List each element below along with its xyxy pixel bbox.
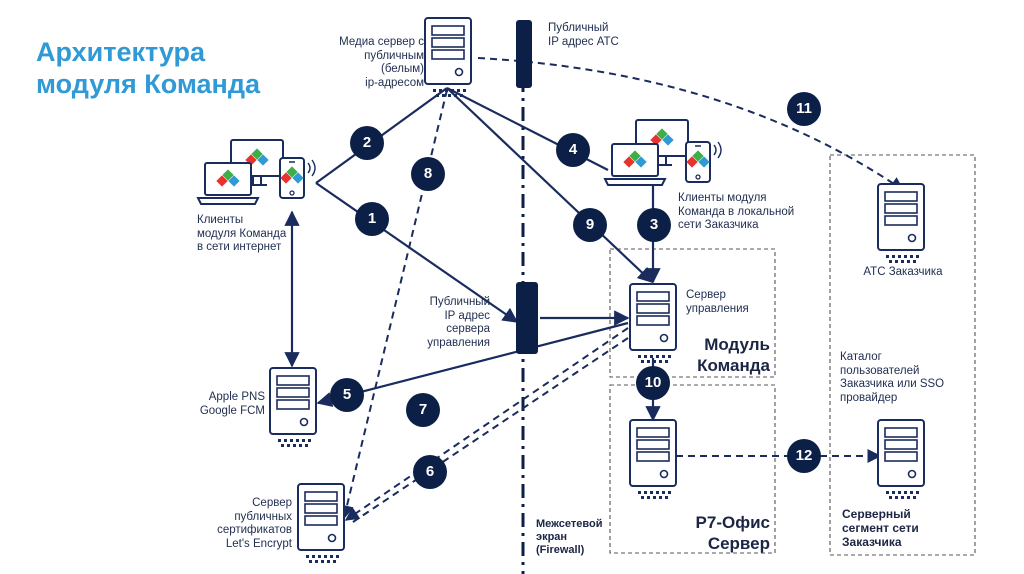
mgmt-server-icon <box>629 283 677 364</box>
ats-server-icon <box>877 183 925 264</box>
public-ip-ats-label: Публичный IP адрес АТС <box>548 22 619 48</box>
cert-server-icon <box>297 483 345 564</box>
push-services-label: Apple PNS Google FCM <box>199 391 265 417</box>
page-title: Архитектура модуля Команда <box>36 37 261 99</box>
customer-segment-box <box>829 154 976 556</box>
link-5 <box>316 321 629 407</box>
step-badge-9: 9 <box>573 208 607 242</box>
step-badge-8: 8 <box>411 157 445 191</box>
cert-server-label: Сервер публичных сертификатов Let's Encr… <box>217 497 292 550</box>
step-badge-3: 3 <box>637 208 671 242</box>
local-clients-label: Клиенты модуля Команда в локальной сети … <box>678 192 795 231</box>
module-title: Модуль Команда <box>697 335 770 375</box>
step-badge-6: 6 <box>413 455 447 489</box>
push-server-icon <box>269 367 317 448</box>
media-server-label: Медиа сервер с публичным (белым) ip-адре… <box>339 36 424 89</box>
internet-clients-icon <box>198 140 316 204</box>
internet-clients-label: Клиенты модуля Команда в сети интернет <box>197 214 287 253</box>
step-badge-7: 7 <box>406 393 440 427</box>
public-ip-mgmt-label: Публичный IP адрес сервера управления <box>427 296 490 349</box>
catalog-server-icon <box>877 419 925 500</box>
ats-customer-label: АТС Заказчика <box>863 266 943 278</box>
p7-title: Р7-Офис Сервер <box>695 513 770 553</box>
step-badge-10: 10 <box>636 366 670 400</box>
local-clients-icon <box>605 120 722 185</box>
mgmt-server-label: Сервер управления <box>686 289 749 315</box>
module-box <box>609 248 776 378</box>
catalog-label: Каталог пользователей Заказчика или SSO … <box>840 351 945 404</box>
step-badge-2: 2 <box>350 126 384 160</box>
firewall-block-ats <box>516 20 532 88</box>
p7-server-icon <box>629 419 677 500</box>
server-segment-label: Серверный сегмент сети Заказчика <box>842 507 919 549</box>
step-badge-11: 11 <box>787 92 821 126</box>
link-9 <box>446 87 654 284</box>
firewall-label: Межсетевой экран (Firewall) <box>536 518 603 556</box>
step-badge-1: 1 <box>355 202 389 236</box>
link-7 <box>344 327 629 521</box>
step-badge-5: 5 <box>330 378 364 412</box>
link-6 <box>349 337 629 525</box>
step-badge-4: 4 <box>556 133 590 167</box>
p7-box <box>609 384 776 554</box>
firewall-block-mgmt <box>516 282 538 354</box>
step-badge-12: 12 <box>787 439 821 473</box>
link-1 <box>315 182 519 323</box>
media-server-icon <box>424 17 472 98</box>
